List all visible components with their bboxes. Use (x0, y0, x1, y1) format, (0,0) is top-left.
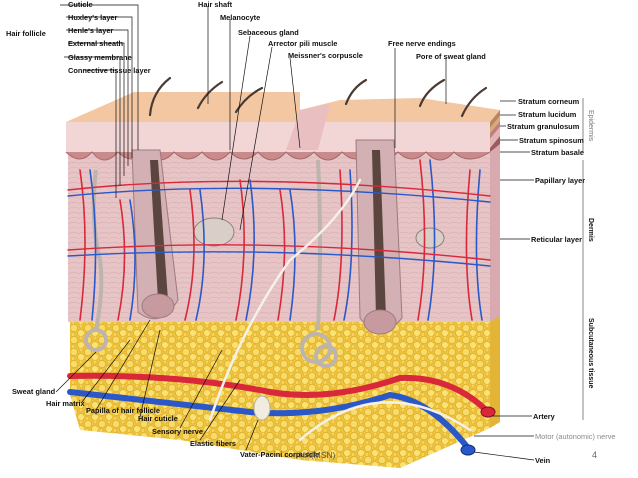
label-glassy-membrane: Glassy membrane (68, 53, 132, 62)
label-artery: Artery (533, 412, 556, 421)
label-vater-pacini-corpuscle: Vater-Pacini corpuscle (240, 450, 319, 459)
label-hair-cuticle: Hair cuticle (138, 414, 178, 423)
label-sweat-gland: Sweat gland (12, 387, 56, 396)
label-hair-follicle: Hair follicle (6, 29, 46, 38)
label-huxleys-layer: Huxley's layer (68, 13, 118, 22)
sweat-glands (84, 159, 338, 368)
vein-cut (460, 444, 476, 456)
label-stratum-lucidum: Stratum lucidum (518, 110, 577, 119)
region-subcutaneous-tissue: Subcutaneous tissue (587, 318, 594, 389)
label-vein: Vein (535, 456, 551, 465)
label-melanocyte: Melanocyte (220, 13, 260, 22)
label-stratum-spinosum: Stratum spinosum (519, 136, 584, 145)
label-stratum-basale: Stratum basale (531, 148, 584, 157)
label-connective-tissue-layer: Connective tissue layer (68, 66, 151, 75)
label-pore-of-sweat-gland: Pore of sweat gland (416, 52, 486, 61)
leader-lines (55, 4, 535, 461)
nerves (208, 178, 472, 442)
region-dermis: Dermis (587, 218, 594, 242)
label-hair-shaft: Hair shaft (198, 0, 233, 9)
subcutaneous-fat-side (490, 312, 500, 428)
label-elastic-fibers: Elastic fibers (190, 439, 236, 448)
dermis-side (490, 144, 500, 322)
label-hair-matrix: Hair matrix (46, 399, 86, 408)
cut-step-face (286, 104, 330, 150)
vater-pacini-corpuscle-shape (253, 395, 271, 421)
skin-surface (66, 92, 500, 122)
artery-cut (480, 406, 496, 418)
label-henles-layer: Henle's layer (68, 26, 113, 35)
labels: Hair follicle Cuticle Huxley's layer Hen… (6, 0, 616, 465)
label-motor-nerve: Motor (autonomic) nerve (535, 432, 616, 441)
label-meissners-corpuscle: Meissner's corpuscle (288, 51, 363, 60)
label-sebaceous-gland: Sebaceous gland (238, 28, 299, 37)
sebaceous-gland-shape (193, 217, 235, 247)
stratum-layers-side (490, 110, 500, 152)
label-reticular-layer: Reticular layer (531, 235, 582, 244)
artery-vessel (67, 372, 489, 413)
label-free-nerve-endings: Free nerve endings (388, 39, 456, 48)
region-epidermis: Epidermis (587, 110, 594, 142)
label-stratum-corneum: Stratum corneum (518, 97, 580, 106)
label-arrector-pili-muscle: Arrector pili muscle (268, 39, 337, 48)
label-cuticle: Cuticle (68, 0, 93, 9)
label-papilla-of-hair-follicle: Papilla of hair follicle (86, 406, 160, 415)
hair-follicles (131, 139, 445, 335)
label-external-sheath: External sheath (68, 39, 124, 48)
epidermis-front (66, 122, 490, 152)
label-sensory-nerve: Sensory nerve (152, 427, 203, 436)
label-stratum-granulosum: Stratum granulosum (507, 122, 580, 131)
label-papillary-layer: Papillary layer (535, 176, 585, 185)
